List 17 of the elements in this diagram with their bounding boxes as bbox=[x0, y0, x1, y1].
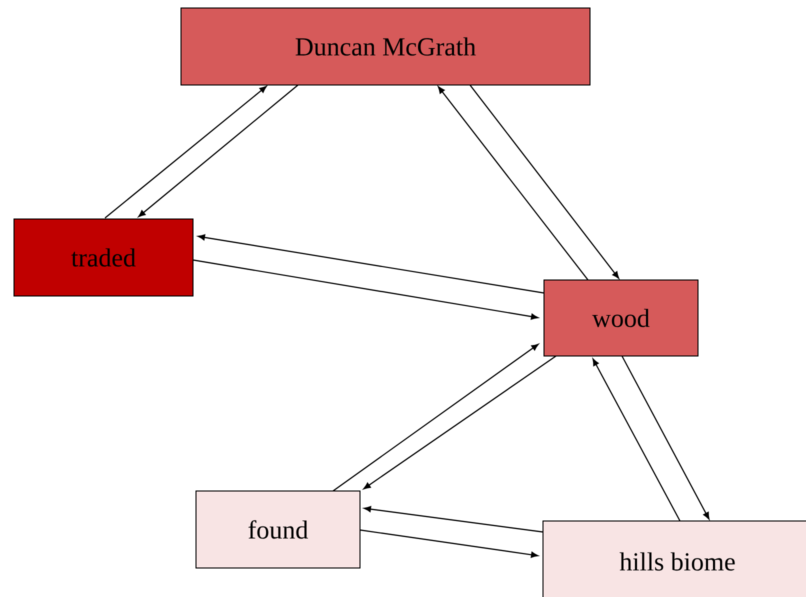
arrow bbox=[138, 84, 298, 218]
arrow bbox=[438, 86, 588, 280]
arrow bbox=[192, 259, 538, 320]
arrow bbox=[363, 356, 556, 490]
arrow bbox=[360, 529, 538, 558]
arrow bbox=[198, 234, 544, 294]
arrow bbox=[104, 86, 267, 218]
arrow bbox=[592, 358, 681, 522]
arrow bbox=[621, 356, 710, 520]
node-box: wood bbox=[544, 280, 698, 356]
node-box: hills biome bbox=[542, 520, 806, 597]
node-box: Duncan McGrath bbox=[180, 8, 590, 86]
node-box: found bbox=[196, 490, 360, 568]
node-box: traded bbox=[14, 218, 194, 296]
arrow bbox=[332, 344, 539, 492]
arrow bbox=[470, 84, 620, 279]
arrow bbox=[364, 506, 544, 533]
